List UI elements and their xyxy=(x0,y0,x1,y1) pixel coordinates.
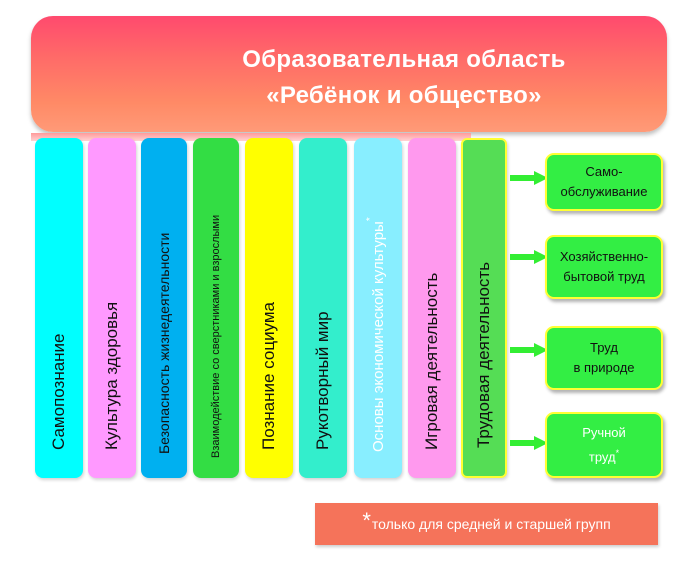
subtopic-line-2: труд* xyxy=(588,447,620,465)
column-label: Культура здоровья xyxy=(102,301,121,450)
subtopic-khozyaystvenno-bytovoy: Хозяйственно- бытовой труд xyxy=(545,235,663,299)
column-kultura-zdorovya: Культура здоровья xyxy=(88,138,136,478)
title-banner: Образовательная область «Ребёнок и общес… xyxy=(31,16,667,132)
asterisk-mark: * xyxy=(615,447,620,458)
footnote-text: только для средней и старшей групп xyxy=(371,516,611,532)
title-line-1: Образовательная область xyxy=(242,46,566,73)
subtopic-line-2: в природе xyxy=(573,360,635,375)
column-osnovy-ekonomiki: Основы экономической культуры* xyxy=(354,138,402,478)
column-label: Познание социума xyxy=(259,301,278,450)
subtopic-line-1: Ручной xyxy=(582,424,626,440)
arrow-right-icon xyxy=(510,250,548,264)
asterisk-mark: * xyxy=(362,508,371,533)
column-label: Трудовая деятельность xyxy=(474,261,493,448)
arrow-right-icon xyxy=(510,343,548,357)
arrow-right-icon xyxy=(510,171,548,185)
column-igrovaya: Игровая деятельность xyxy=(408,138,456,478)
subtopic-trud-v-prirode: Труд в природе xyxy=(545,326,663,390)
column-label: Взаимодействие со сверстниками и взрослы… xyxy=(210,214,222,458)
subtopic-line-2: обслуживание xyxy=(560,184,648,199)
footnote: * только для средней и старшей групп xyxy=(315,503,658,545)
subtopic-ruchnoy-trud: Ручной труд* xyxy=(545,412,663,478)
column-label: Игровая деятельность xyxy=(422,272,441,450)
column-label: Самопознание xyxy=(49,333,68,450)
column-trudovaya: Трудовая деятельность xyxy=(461,138,507,478)
title-line-2: «Ребёнок и общество» xyxy=(266,82,542,109)
arrow-right-icon xyxy=(510,436,548,450)
column-rukotvorny-mir: Рукотворный мир xyxy=(299,138,347,478)
subtopic-line-1: Хозяйственно- xyxy=(559,249,649,264)
banner-connector xyxy=(31,133,471,141)
asterisk-mark: * xyxy=(365,217,376,222)
subtopic-line-2: бытовой труд xyxy=(563,269,645,284)
column-label: Безопасность жизнедеятельности xyxy=(156,232,172,454)
subtopic-samoobsluzhivanie: Само- обслуживание xyxy=(545,153,663,211)
column-samopoznanie: Самопознание xyxy=(35,138,83,478)
column-bezopasnost: Безопасность жизнедеятельности xyxy=(141,138,187,478)
subtopic-line-1: Труд xyxy=(590,340,618,355)
subtopic-line-1: Само- xyxy=(585,164,623,179)
column-label: Основы экономической культуры* xyxy=(365,217,387,452)
column-label: Рукотворный мир xyxy=(313,311,332,450)
column-vzaimodeystvie: Взаимодействие со сверстниками и взрослы… xyxy=(193,138,239,478)
column-poznanie-sotsiuma: Познание социума xyxy=(245,138,293,478)
